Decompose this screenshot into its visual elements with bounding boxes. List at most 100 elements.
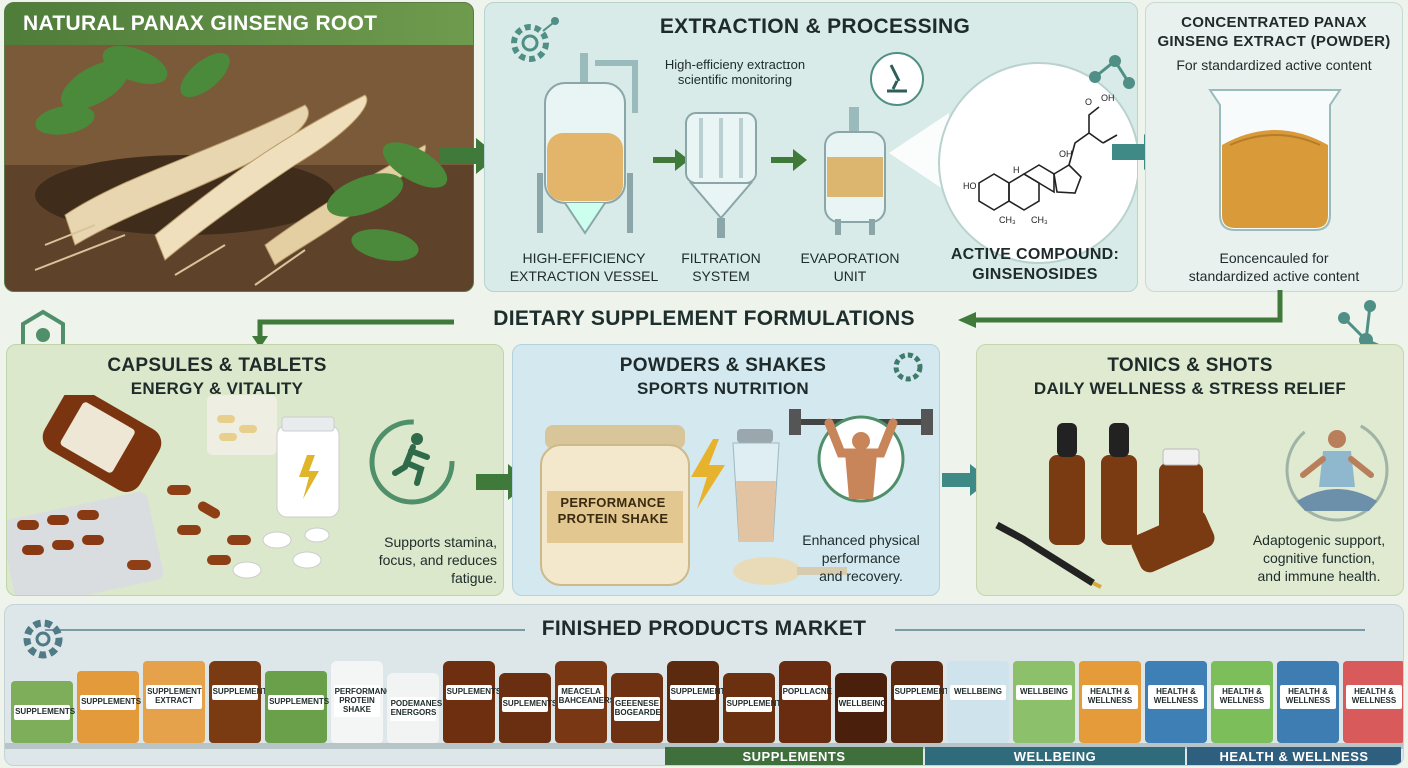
powders-description-line: Enhanced physical	[802, 532, 920, 548]
compound-label-line: GINSENOSIDES	[972, 266, 1098, 283]
product-item: SUPPLEMENTS	[11, 681, 75, 743]
powder-subtitle: For standardized active content	[1176, 57, 1372, 73]
product-label: POPLLACNE	[781, 685, 832, 700]
molecule-icon	[1089, 55, 1135, 89]
product-label: SUPLEMENTS	[445, 685, 501, 700]
product-item: PODEMANES ENERGORS	[387, 673, 442, 743]
powders-description: Enhanced physical performance and recove…	[783, 531, 939, 585]
capsules-description-line: focus, and reduces	[378, 552, 497, 568]
compound-label: ACTIVE COMPOUND: GINSENOSIDES	[935, 245, 1135, 285]
product-label: SUPPLEMENTS	[14, 705, 75, 720]
product-item: HEALTH & WELLNESS	[1343, 661, 1403, 743]
product-item: SUPPLEMENTS	[209, 661, 273, 743]
gear-icon	[511, 17, 559, 62]
product-label: SUPLEMENTS	[501, 697, 557, 712]
molecule-label-ho: HO	[963, 181, 977, 191]
product-item: SUPPLEMENTS	[723, 673, 787, 743]
product-label: MEACELA BAHCEANERS	[557, 685, 615, 709]
product-label: HEALTH & WELLNESS	[1280, 685, 1336, 709]
vessel-label: HIGH-EFFICIENCY EXTRACTION VESSEL	[499, 249, 669, 285]
product-label: HEALTH & WELLNESS	[1214, 685, 1270, 709]
molecule-label-o: O	[1085, 97, 1092, 107]
product-label: HEALTH & WELLNESS	[1346, 685, 1402, 709]
tonics-shots-panel: TONICS & SHOTS DAILY WELLNESS & STRESS R…	[976, 344, 1404, 596]
shaker-and-scoop	[732, 429, 847, 585]
tonics-title: TONICS & SHOTS	[1107, 355, 1273, 376]
product-item: HEALTH & WELLNESS	[1145, 661, 1207, 743]
tonics-description-line: and immune health.	[1257, 568, 1381, 584]
product-item: HEALTH & WELLNESS	[1211, 661, 1273, 743]
ginsenoside-molecule: O OH OH OH HO H CH₃ CH₃	[889, 62, 1137, 264]
powder-beaker	[1208, 89, 1342, 231]
product-label: SUPPLEMENTS	[725, 697, 787, 712]
capsules-title: CAPSULES & TABLETS	[107, 355, 327, 376]
monitoring-note-line: High-efficieny extractɪon	[664, 57, 806, 72]
arrow-right-icon	[440, 138, 498, 174]
extraction-vessel	[537, 53, 638, 235]
powders-subtitle: SPORTS NUTRITION	[637, 379, 809, 398]
gear-icon	[23, 619, 63, 659]
connector-arrow	[958, 290, 1283, 328]
product-label: WELLBEING	[837, 697, 887, 712]
product-item: HEALTH & WELLNESS	[1079, 661, 1141, 743]
monitoring-note: High-efficieny extractɪon scientific mon…	[635, 57, 835, 87]
powder-caption: Eoncencauled for standardized active con…	[1146, 249, 1402, 285]
product-item: WELLBEING	[947, 661, 1009, 743]
capsules-illustration	[7, 395, 340, 595]
vessel-label-line: EXTRACTION VESSEL	[509, 268, 659, 284]
product-item: HEALTH & WELLNESS	[1277, 661, 1339, 743]
product-item: SUPPLEMENTS	[77, 671, 141, 743]
tonics-description-line: cognitive function,	[1262, 550, 1376, 566]
meditation-icon	[1285, 418, 1389, 522]
extraction-processing-panel: EXTRACTION & PROCESSING High-efficieny e…	[484, 2, 1138, 292]
filtration-label-line: SYSTEM	[692, 268, 750, 284]
molecule-label-ch3: CH₃	[999, 215, 1016, 225]
extraction-title: EXTRACTION & PROCESSING	[659, 15, 971, 38]
product-item: MEACELA BAHCEANERS	[555, 661, 615, 743]
molecule-label-oh: OH	[1059, 149, 1073, 159]
molecule-label-ch3: CH₃	[1031, 215, 1048, 225]
evaporation-unit	[824, 107, 886, 235]
lightning-icon	[691, 439, 725, 509]
gear-icon	[893, 352, 923, 382]
powder-title: CONCENTRATED PANAX GINSENG EXTRACT (POWD…	[1146, 13, 1402, 51]
powders-description-line: and recovery.	[819, 568, 903, 584]
product-label: PODEMANES ENERGORS	[389, 697, 442, 721]
arrow-right-icon	[653, 149, 689, 171]
product-item: PERFORMANCE PROTEIN SHAKE	[331, 661, 397, 743]
product-label: HEALTH & WELLNESS	[1148, 685, 1204, 709]
vessel-label-line: HIGH-EFFICIENCY	[522, 250, 646, 266]
evaporation-label-line: EVAPORATION	[800, 250, 900, 266]
tub-label-line: PERFORMANCE	[560, 495, 666, 510]
market-title: FINISHED PRODUCTS MARKET	[541, 617, 867, 640]
concentrated-extract-panel: CONCENTRATED PANAX GINSENG EXTRACT (POWD…	[1145, 2, 1403, 292]
ginseng-root-illustration	[5, 45, 473, 291]
capsules-tablets-panel: CAPSULES & TABLETS ENERGY & VITALITY Sup…	[6, 344, 504, 596]
arrow-right-icon	[771, 149, 807, 171]
product-item: GEEENESE BOGEARDE	[611, 673, 663, 743]
shelf-tag: WELLBEING	[925, 747, 1185, 765]
evaporation-label: EVAPORATION UNIT	[785, 249, 915, 285]
divider	[895, 629, 1365, 631]
product-item: SUPPLEMENTS	[265, 671, 329, 743]
microscope-icon	[870, 52, 924, 106]
filtration-label-line: FILTRATION	[681, 250, 761, 266]
monitoring-note-line: scientific monitoring	[677, 72, 793, 87]
shelf-tag: SUPPLEMENTS	[665, 747, 923, 765]
evaporation-label-line: UNIT	[833, 268, 867, 284]
ginseng-root-panel: NATURAL PANAX GINSENG ROOT	[4, 2, 474, 292]
tonics-subtitle: DAILY WELLNESS & STRESS RELIEF	[1033, 379, 1347, 398]
shelf	[5, 743, 1403, 749]
product-label: SUPPLEMENTS	[211, 685, 273, 700]
filtration-system	[685, 112, 757, 238]
powders-shakes-panel: POWDERS & SHAKES SPORTS NUTRITION PERFOR…	[512, 344, 940, 596]
tonics-description: Adaptogenic support, cognitive function,…	[1233, 531, 1403, 585]
powder-caption-line: Eoncencauled for	[1219, 250, 1329, 266]
product-item: SUPPLEMENT EXTRACT	[143, 661, 205, 743]
molecule-label-oh: OH	[1101, 93, 1115, 103]
tonic-bottles	[995, 423, 1215, 589]
product-item: SUPPLEMENTS	[891, 661, 955, 743]
product-label: HEALTH & WELLNESS	[1082, 685, 1138, 709]
product-item: SUPLEMENTS	[499, 673, 557, 743]
product-label: SUPPLEMENTS	[268, 695, 329, 710]
